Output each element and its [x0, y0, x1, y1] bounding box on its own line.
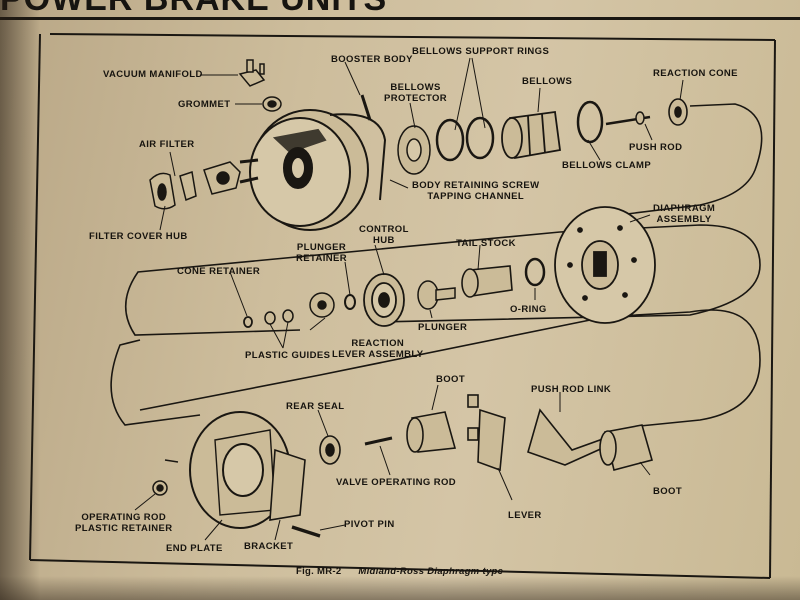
- label-valve-operating-rod: VALVE OPERATING ROD: [336, 477, 457, 488]
- label-air-filter: AIR FILTER: [139, 139, 195, 150]
- figure-title: Midland-Ross Diaphragm type: [358, 566, 504, 577]
- boot-right-part: [599, 424, 653, 471]
- label-grommet: GROMMET: [178, 99, 231, 110]
- figure-caption: Fig. MR-2 Midland-Ross Diaphragm type: [296, 566, 503, 577]
- booster-body-part: [239, 94, 387, 231]
- label-bellows: BELLOWS: [522, 76, 573, 87]
- label-bellows-clamp: BELLOWS CLAMP: [562, 160, 652, 171]
- label-lever: LEVER: [508, 510, 542, 521]
- reaction-cone-part: [668, 98, 688, 126]
- label-end-plate: END PLATE: [166, 543, 223, 554]
- air-filter-part: [179, 161, 241, 202]
- label-body-retaining-screw: BODY RETAINING SCREW TAPPING CHANNEL: [412, 180, 540, 202]
- assembly-flow-path: [110, 103, 763, 427]
- plunger-retainer-part: [344, 294, 356, 310]
- bellows-part: [501, 110, 562, 160]
- lever-part: [467, 394, 506, 472]
- label-plunger: PLUNGER: [418, 322, 468, 333]
- grommet-part: [262, 96, 282, 112]
- bellows-support-rings-part: [435, 116, 495, 162]
- label-booster-body: BOOSTER BODY: [331, 54, 413, 65]
- push-rod-link-part: [527, 408, 607, 466]
- page-title: POWER BRAKE UNITS: [0, 0, 387, 19]
- boot-top-part: [406, 411, 457, 453]
- leader-lines: [134, 57, 684, 541]
- plunger-part: [417, 280, 456, 310]
- operating-rod-retainer-part: [152, 459, 179, 496]
- label-cone-retainer: CONE RETAINER: [177, 266, 261, 277]
- label-o-ring: O-RING: [510, 304, 547, 315]
- label-rear-seal: REAR SEAL: [286, 401, 345, 412]
- bellows-protector-part: [397, 125, 431, 175]
- page-edge-shadow: [0, 0, 40, 600]
- label-boot-top: BOOT: [436, 374, 466, 385]
- label-pivot-pin: PIVOT PIN: [344, 519, 395, 530]
- label-vacuum-manifold: VACUUM MANIFOLD: [103, 69, 203, 80]
- label-push-rod: PUSH ROD: [629, 142, 683, 153]
- label-bracket: BRACKET: [244, 541, 294, 552]
- label-diaphragm-assembly: DIAPHRAGM ASSEMBLY: [653, 203, 716, 225]
- reaction-lever-assembly-part: [309, 292, 335, 318]
- bracket-part: [269, 448, 306, 521]
- label-boot-right: BOOT: [653, 486, 683, 497]
- label-reaction-cone: REACTION CONE: [653, 68, 738, 79]
- plastic-guides-part: [264, 309, 294, 325]
- valve-operating-rod-part: [364, 436, 393, 446]
- control-hub-part: [363, 273, 405, 327]
- label-tail-stock: TAIL STOCK: [456, 238, 516, 249]
- label-bellows-protector: BELLOWS PROTECTOR: [384, 82, 448, 104]
- label-operating-rod-retainer: OPERATING ROD PLASTIC RETAINER: [75, 512, 173, 534]
- label-push-rod-link: PUSH ROD LINK: [531, 384, 612, 395]
- label-plastic-guides: PLASTIC GUIDES: [245, 350, 331, 361]
- label-control-hub: CONTROL HUB: [359, 224, 409, 246]
- rear-seal-part: [319, 435, 341, 465]
- label-reaction-lever-assembly: REACTION LEVER ASSEMBLY: [332, 338, 424, 360]
- vacuum-manifold-part: [238, 59, 266, 87]
- header-rule: [0, 17, 800, 20]
- o-ring-part: [524, 257, 546, 287]
- label-bellows-support-rings: BELLOWS SUPPORT RINGS: [412, 46, 550, 57]
- label-plunger-retainer: PLUNGER RETAINER: [296, 242, 348, 264]
- figure-number: Fig. MR-2: [296, 566, 342, 577]
- pivot-pin-part: [291, 525, 321, 538]
- filter-cover-hub-part: [149, 172, 176, 210]
- diaphragm-assembly-part: [554, 206, 656, 324]
- cone-retainer-part: [243, 316, 253, 328]
- page-bottom-shadow: [0, 576, 800, 600]
- bellows-clamp-part: [576, 100, 604, 144]
- tail-stock-part: [461, 265, 513, 298]
- label-filter-cover-hub: FILTER COVER HUB: [89, 231, 188, 242]
- push-rod-part: [605, 111, 651, 126]
